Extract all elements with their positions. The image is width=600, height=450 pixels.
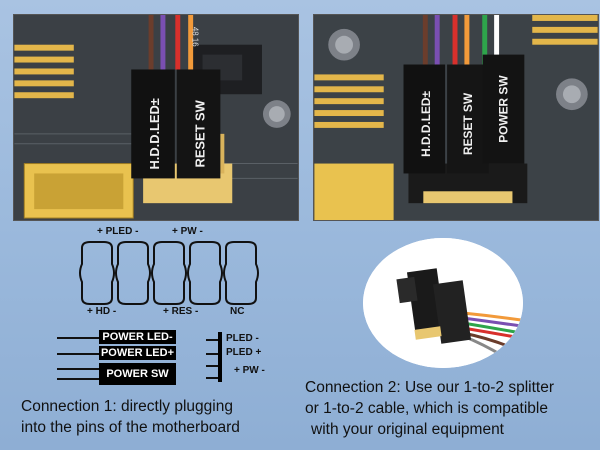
wire-marking: 48 16 (191, 27, 200, 47)
reset-sw-connector-label-right: RESET SW (461, 92, 475, 155)
pin-legend-pled-minus: PLED - (226, 333, 259, 344)
wire-power-sw-2 (57, 378, 99, 380)
wire-power-led-plus (57, 353, 99, 355)
pin-legend-pled-plus: PLED + (226, 347, 262, 358)
splitter-cable-photo (363, 238, 523, 368)
pin-legend-tick-4 (206, 377, 218, 379)
pin-label-res: + RES - (163, 306, 199, 317)
pin-legend-tick-1 (206, 339, 218, 341)
connector-power-led-plus: POWER LED+ (99, 346, 176, 360)
pin-legend-bar (218, 332, 222, 382)
reset-sw-connector-label: RESET SW (193, 99, 208, 167)
pin-label-pw: + PW - (172, 226, 203, 237)
pin-legend-tick-2 (206, 353, 218, 355)
splitter-cable-illustration (363, 238, 523, 368)
pin-label-pled: + PLED - (97, 226, 139, 237)
photo-direct-connection: H.D.D.LED± RESET SW 48 16 (13, 14, 299, 221)
caption-connection-2-line-2: or 1-to-2 cable, which is compatible (305, 400, 548, 417)
wire-power-sw-1 (57, 368, 99, 370)
photo-splitter-connection: H.D.D.LED± RESET SW POWER SW (313, 14, 599, 221)
power-sw-connector-label-right: POWER SW (496, 75, 510, 143)
motherboard-photo-right: H.D.D.LED± RESET SW POWER SW (314, 15, 598, 220)
hdd-led-connector-label-right: H.D.D.LED± (419, 91, 433, 157)
caption-connection-1: Connection 1: directly plugging into the… (21, 396, 289, 438)
connector-power-led-minus: POWER LED- (99, 330, 176, 344)
caption-connection-2: Connection 2: Use our 1-to-2 splitter or… (305, 377, 599, 440)
connector-power-sw: POWER SW (99, 363, 176, 385)
pin-label-nc: NC (230, 306, 245, 317)
hdd-led-connector-label: H.D.D.LED± (147, 98, 162, 169)
caption-connection-1-line-1: Connection 1: directly plugging (21, 398, 233, 415)
pin-label-hd: + HD - (87, 306, 117, 317)
caption-connection-2-line-3: with your original equipment (311, 421, 504, 438)
pin-header-diagram (79, 241, 259, 305)
pin-legend-pw: + PW - (234, 365, 265, 376)
wire-power-led-minus (57, 337, 99, 339)
caption-connection-1-line-2: into the pins of the motherboard (21, 419, 240, 436)
caption-connection-2-line-1: Connection 2: Use our 1-to-2 splitter (305, 379, 554, 396)
motherboard-photo-left: H.D.D.LED± RESET SW 48 16 (14, 15, 298, 220)
pin-legend-tick-3 (206, 365, 218, 367)
